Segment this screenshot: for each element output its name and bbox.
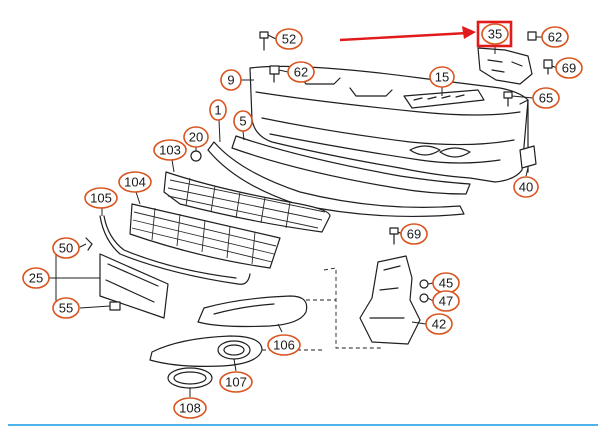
callout-20[interactable]: 20 xyxy=(183,126,209,148)
clip-50[interactable] xyxy=(85,237,93,251)
washer-47[interactable] xyxy=(419,293,429,303)
callout-50[interactable]: 50 xyxy=(52,237,80,259)
svg-text:35: 35 xyxy=(488,27,502,42)
svg-text:1: 1 xyxy=(214,103,221,118)
clip-62-right[interactable] xyxy=(527,31,537,41)
clip-20[interactable] xyxy=(190,150,202,162)
svg-text:108: 108 xyxy=(179,401,201,416)
grille-104[interactable] xyxy=(129,203,281,269)
svg-text:47: 47 xyxy=(439,294,453,309)
svg-text:105: 105 xyxy=(90,191,112,206)
callout-9[interactable]: 9 xyxy=(220,69,242,91)
svg-text:20: 20 xyxy=(189,130,203,145)
screw-65[interactable] xyxy=(503,91,513,107)
callout-105[interactable]: 105 xyxy=(84,187,118,209)
svg-text:65: 65 xyxy=(539,91,553,106)
svg-text:106: 106 xyxy=(273,338,295,353)
bottom-divider xyxy=(8,424,598,426)
screw-69-lower[interactable] xyxy=(389,227,399,245)
svg-text:25: 25 xyxy=(29,271,43,286)
absorber-15[interactable] xyxy=(403,89,485,109)
callout-69-top[interactable]: 69 xyxy=(555,57,583,79)
svg-text:9: 9 xyxy=(227,73,234,88)
svg-text:107: 107 xyxy=(225,375,247,390)
svg-text:62: 62 xyxy=(294,65,308,80)
nut-45[interactable] xyxy=(419,279,429,289)
callout-65[interactable]: 65 xyxy=(532,87,560,109)
callout-5[interactable]: 5 xyxy=(233,110,253,132)
grille-103[interactable] xyxy=(163,171,331,233)
callout-104[interactable]: 104 xyxy=(118,171,152,193)
side-bracket-42[interactable] xyxy=(359,255,421,345)
svg-text:45: 45 xyxy=(439,276,453,291)
cover-40[interactable] xyxy=(519,145,537,169)
svg-text:5: 5 xyxy=(239,114,246,129)
arrow-head-icon xyxy=(462,26,476,39)
svg-text:104: 104 xyxy=(124,175,146,190)
svg-text:15: 15 xyxy=(435,70,449,85)
callout-108[interactable]: 108 xyxy=(173,397,207,419)
ring-108[interactable] xyxy=(167,367,213,389)
callout-25[interactable]: 25 xyxy=(22,267,50,289)
screw-69-top[interactable] xyxy=(543,59,553,75)
svg-text:55: 55 xyxy=(59,301,73,316)
fog-cover-107[interactable] xyxy=(149,335,263,367)
bracket-35[interactable] xyxy=(477,47,533,85)
callout-69-lower[interactable]: 69 xyxy=(400,223,428,245)
callout-52[interactable]: 52 xyxy=(275,28,303,50)
trim-105[interactable] xyxy=(99,215,251,285)
screw-52[interactable] xyxy=(259,31,269,51)
callout-103[interactable]: 103 xyxy=(153,139,187,161)
callout-47[interactable]: 47 xyxy=(432,290,460,312)
svg-text:69: 69 xyxy=(562,61,576,76)
spoiler-5[interactable] xyxy=(231,135,471,195)
callout-1[interactable]: 1 xyxy=(209,99,227,121)
screw-55[interactable] xyxy=(109,301,121,311)
selection-highlight xyxy=(339,20,513,48)
callout-55[interactable]: 55 xyxy=(52,297,80,319)
callout-45[interactable]: 45 xyxy=(432,272,460,294)
svg-text:103: 103 xyxy=(159,143,181,158)
callout-62-left[interactable]: 62 xyxy=(287,61,315,83)
lower-trim-1[interactable] xyxy=(207,141,465,218)
svg-text:62: 62 xyxy=(548,30,562,45)
callout-62-right[interactable]: 62 xyxy=(541,26,569,48)
callout-35[interactable]: 35 xyxy=(481,23,509,45)
svg-text:40: 40 xyxy=(519,180,533,195)
svg-text:52: 52 xyxy=(282,32,296,47)
callout-40[interactable]: 40 xyxy=(513,176,539,198)
svg-text:69: 69 xyxy=(407,227,421,242)
svg-text:42: 42 xyxy=(432,317,446,332)
fog-grille-106[interactable] xyxy=(197,295,308,328)
plate-bracket-25[interactable] xyxy=(99,253,169,319)
callout-106[interactable]: 106 xyxy=(267,334,301,356)
svg-text:50: 50 xyxy=(59,241,73,256)
callout-15[interactable]: 15 xyxy=(429,66,455,88)
leader-lines xyxy=(49,34,558,397)
callout-107[interactable]: 107 xyxy=(219,371,253,393)
callout-42[interactable]: 42 xyxy=(425,313,453,335)
